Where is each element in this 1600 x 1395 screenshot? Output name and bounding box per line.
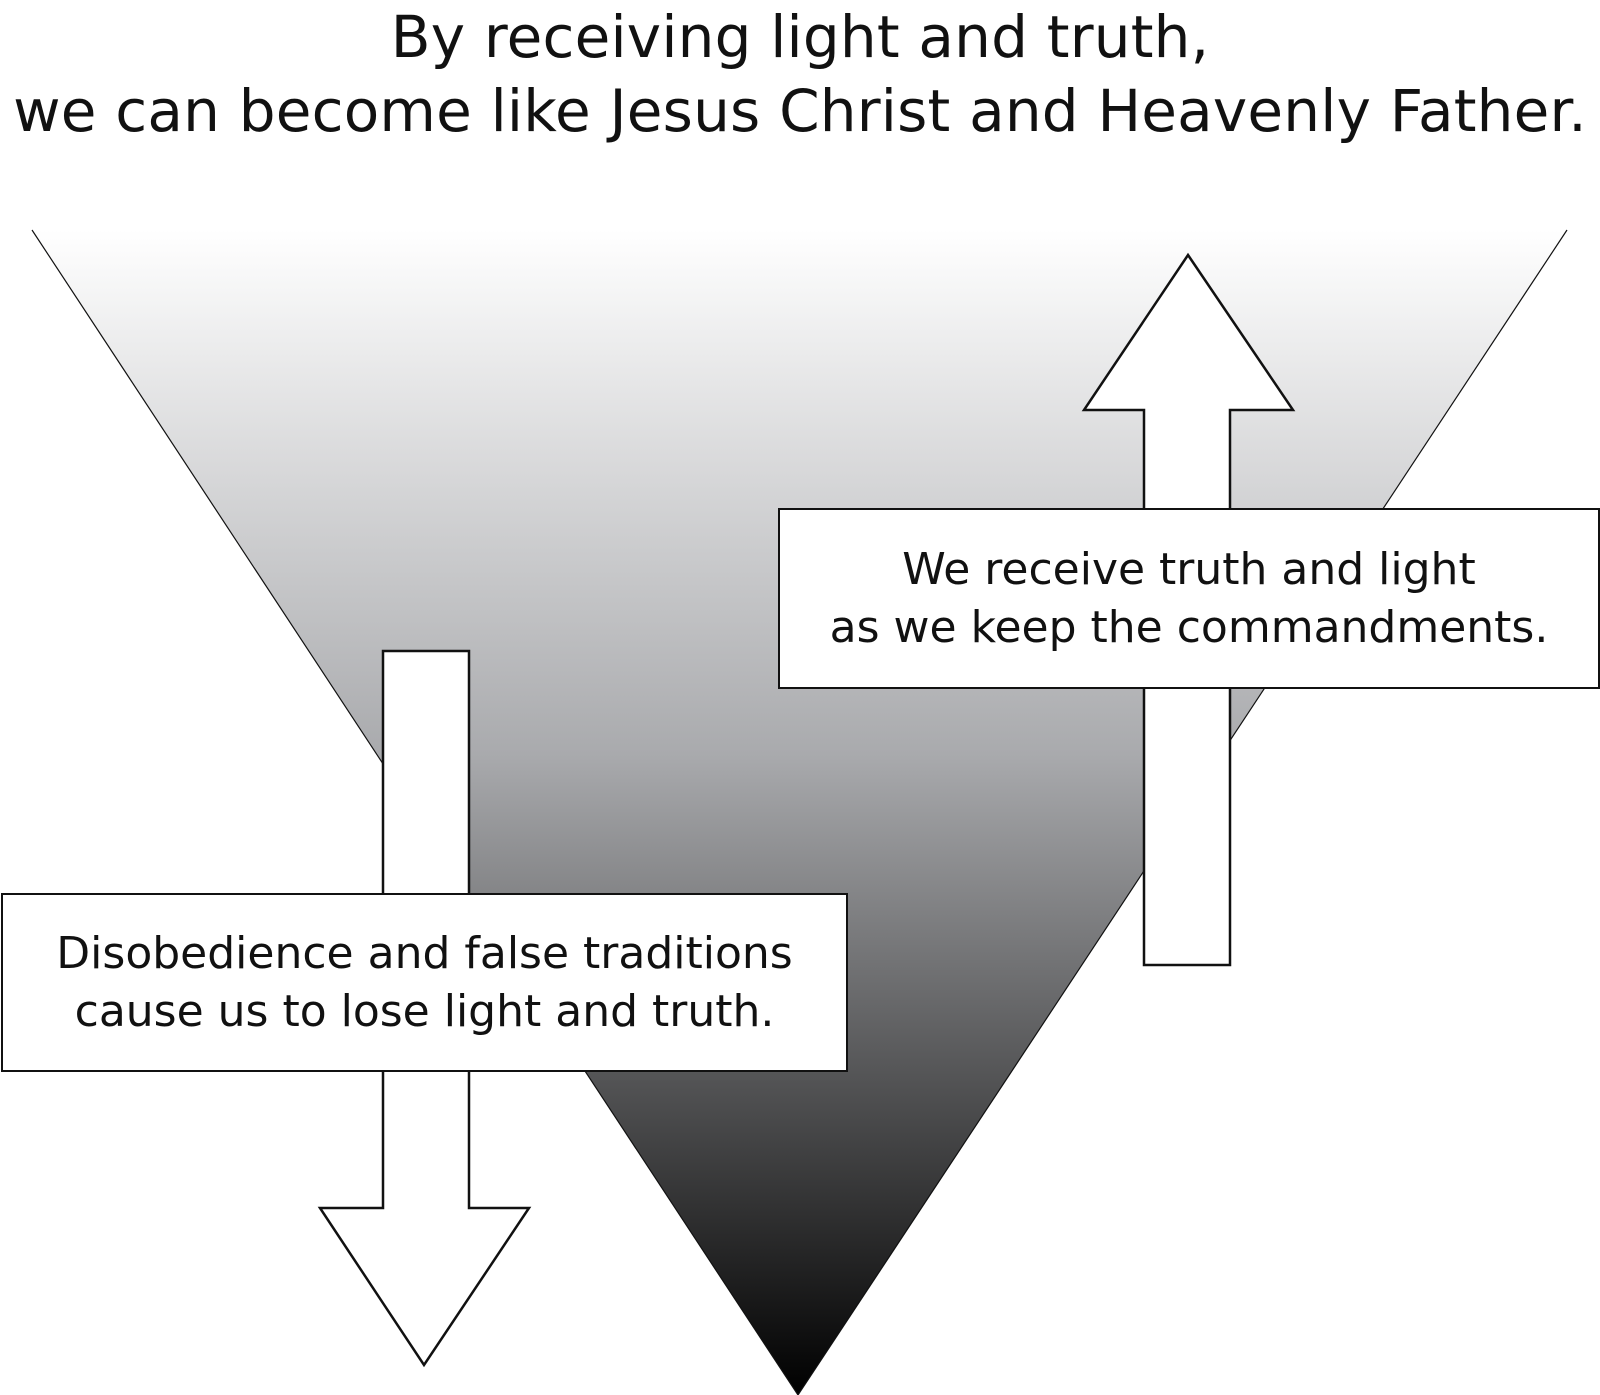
disobedience-box-line-1: Disobedience and false traditions — [56, 927, 793, 979]
diagram-title: By receiving light and truth, we can bec… — [0, 0, 1600, 148]
commandments-box: We receive truth and light as we keep th… — [778, 508, 1600, 689]
title-line-1: By receiving light and truth, — [390, 3, 1210, 71]
disobedience-box-line-2: cause us to lose light and truth. — [74, 985, 775, 1037]
commandments-box-line-1: We receive truth and light — [902, 543, 1476, 595]
inverted-triangle — [32, 230, 1567, 1395]
commandments-box-line-2: as we keep the commandments. — [829, 601, 1549, 653]
disobedience-box: Disobedience and false traditions cause … — [1, 893, 848, 1072]
title-line-2: we can become like Jesus Christ and Heav… — [13, 77, 1587, 145]
